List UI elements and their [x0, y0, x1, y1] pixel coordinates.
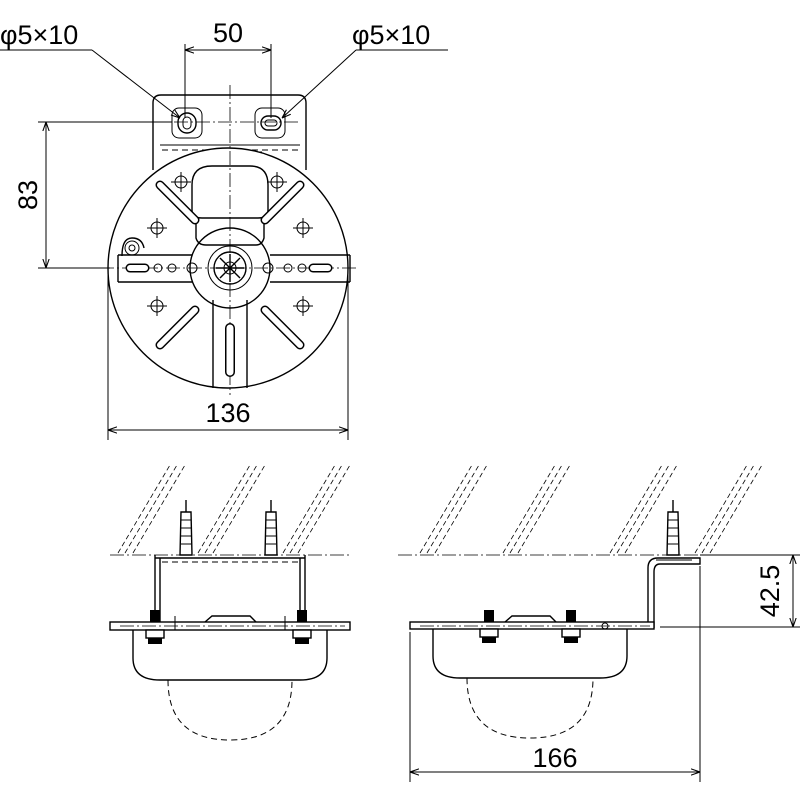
l-bracket: [647, 557, 701, 628]
dim-width: 136: [205, 398, 250, 428]
camera-housing-front: [132, 630, 328, 681]
dim-hole-left: φ5×10: [0, 20, 78, 50]
side-view: 42.5 166: [398, 464, 800, 782]
lower-leg: [212, 300, 248, 388]
center-hub: [189, 227, 271, 309]
dim-hole-right: φ5×10: [352, 20, 430, 50]
dim-hole-spacing: 50: [213, 18, 243, 48]
top-view: 50 φ5×10 φ5×10 83 136: [0, 18, 448, 440]
slot-hole-left: [171, 107, 203, 139]
horizontal-bar: [117, 254, 351, 283]
front-view: [109, 464, 352, 741]
wall-anchor-side: [666, 500, 680, 556]
wall-anchor-left: [179, 500, 193, 556]
ceiling-hatch-left: [117, 464, 351, 554]
camera-housing-side: [432, 629, 628, 679]
wall-anchor-right: [264, 500, 278, 556]
front-bracket: [154, 555, 306, 622]
dim-total-length: 166: [532, 743, 577, 773]
side-plate: [409, 621, 655, 630]
camera-dome-front: [167, 679, 293, 741]
dim-ceiling-offset: 42.5: [755, 565, 785, 618]
dim-height: 83: [13, 180, 43, 210]
camera-dome-side: [466, 677, 594, 739]
screw-holes: [121, 172, 313, 316]
ceiling-hatch-right: [419, 464, 763, 554]
diagonal-slots: [125, 180, 333, 377]
